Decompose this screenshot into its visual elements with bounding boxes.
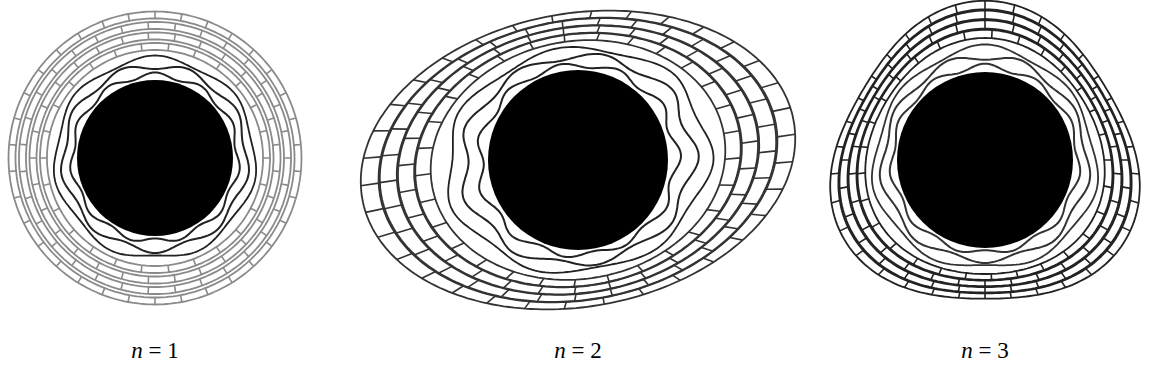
ring-line bbox=[398, 26, 758, 294]
ring-line bbox=[40, 44, 270, 272]
ring-line bbox=[848, 19, 1123, 287]
ring-line bbox=[890, 64, 1080, 252]
ring-line bbox=[54, 56, 256, 256]
ring-line bbox=[414, 33, 742, 288]
ring-line bbox=[838, 9, 1131, 293]
ring-line bbox=[840, 11, 1131, 293]
black-disk bbox=[897, 72, 1073, 248]
ring-line bbox=[462, 54, 698, 266]
ring-line bbox=[9, 12, 302, 305]
ring-line bbox=[880, 58, 1090, 263]
ring-line bbox=[830, 1, 1140, 299]
ring-line bbox=[20, 22, 291, 294]
ring-line bbox=[872, 44, 1098, 265]
ring-line bbox=[831, 1, 1139, 299]
ring-line bbox=[19, 22, 291, 294]
ring-line bbox=[9, 12, 301, 305]
ring-line bbox=[26, 29, 284, 287]
panel-caption: n = 3 bbox=[961, 338, 1008, 364]
ring-line bbox=[37, 40, 274, 277]
ring-line bbox=[840, 11, 1131, 293]
ring-line bbox=[16, 19, 295, 298]
ring-line bbox=[478, 64, 681, 257]
black-disk bbox=[77, 80, 233, 236]
ring-line bbox=[70, 73, 240, 241]
ring-line bbox=[30, 33, 280, 284]
black-disk bbox=[488, 70, 668, 250]
ring-line bbox=[415, 33, 740, 287]
ring-line bbox=[61, 67, 249, 253]
ring-line bbox=[398, 26, 758, 295]
ring-line bbox=[865, 38, 1104, 274]
panel-caption: n = 1 bbox=[131, 338, 178, 364]
ring-line bbox=[361, 11, 795, 310]
ring-line bbox=[30, 33, 281, 284]
ring-line bbox=[397, 25, 759, 295]
ring-line bbox=[47, 50, 263, 266]
ring-line bbox=[40, 43, 270, 273]
ring-line bbox=[448, 47, 713, 273]
ring-line bbox=[361, 11, 795, 309]
ring-line bbox=[415, 33, 740, 286]
panel-caption: n = 2 bbox=[554, 338, 601, 364]
